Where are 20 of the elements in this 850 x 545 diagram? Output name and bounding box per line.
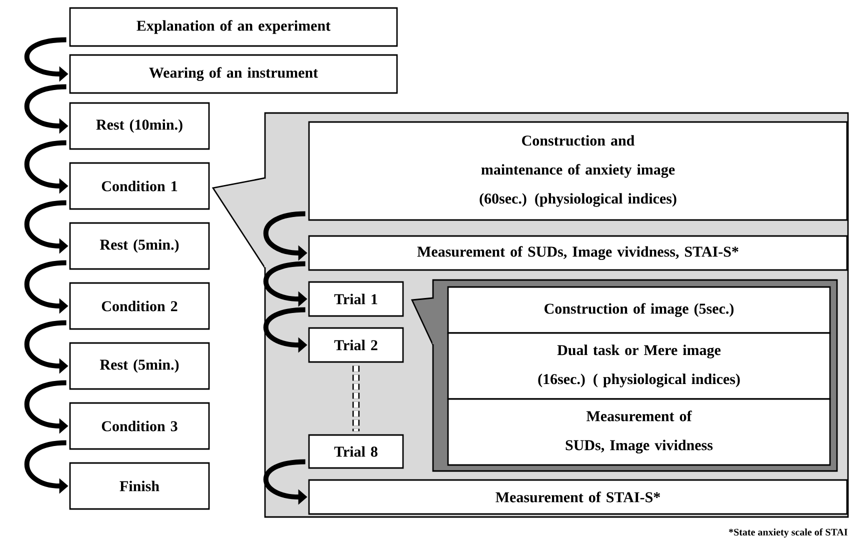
dotted-connector <box>352 366 360 432</box>
step-box: Wearing of an instrument <box>69 54 398 94</box>
step-box: Condition 3 <box>69 402 210 450</box>
step-box: Finish <box>69 462 210 510</box>
step-box: Rest (10min.) <box>69 102 210 150</box>
step-box: Construction and maintenance of anxiety image (60sec.) (physiological indices) <box>308 121 848 221</box>
step-box: Explanation of an experiment <box>69 7 398 47</box>
step-box: Measurement of STAI-S* <box>308 479 848 515</box>
step-box: Measurement of SUDs, Image vividness, STAI-S* <box>308 235 848 271</box>
table-cell: Construction of image (5sec.) <box>447 286 831 334</box>
step-box: Trial 2 <box>308 327 404 363</box>
table-cell: Dual task or Mere image (16sec.) ( physiological indices) <box>447 332 831 400</box>
step-box: Condition 2 <box>69 282 210 330</box>
step-box: Trial 8 <box>308 434 404 469</box>
step-box: Rest (5min.) <box>69 342 210 390</box>
step-box: Trial 1 <box>308 281 404 317</box>
table-cell: Measurement of SUDs, Image vividness <box>447 398 831 466</box>
step-box: Condition 1 <box>69 162 210 210</box>
footnote: *State anxiety scale of STAI <box>728 528 848 538</box>
step-box: Rest (5min.) <box>69 222 210 270</box>
